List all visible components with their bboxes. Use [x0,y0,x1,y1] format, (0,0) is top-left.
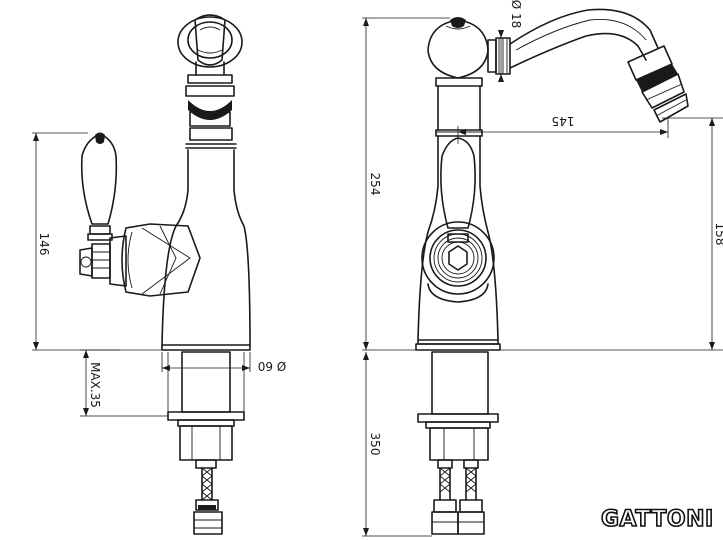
dim-max-deck: MAX.35 [80,349,168,417]
dim-spout-reach: 145 [457,114,669,144]
side-cap [427,17,489,137]
side-spout [487,8,689,123]
dim-aerator-diameter: Ø 18 [498,0,523,82]
label-aerator-diameter: Ø 18 [509,0,523,28]
label-158: 158 [713,223,723,246]
label-145: 145 [552,114,575,128]
label-max-deck: MAX.35 [88,362,102,408]
dim-hose-length: 350 [362,352,432,537]
dim-total-height: 254 [362,17,450,351]
label-146: 146 [37,233,51,256]
front-view: 146 Ø 60 MAX.35 [32,14,287,535]
label-254: 254 [368,173,382,196]
front-body [161,127,251,351]
side-body [415,135,501,351]
front-handle [79,132,201,297]
side-view: 254 350 145 158 [362,0,723,537]
dim-hole-diameter: Ø 60 [161,352,287,373]
label-hole-diameter: Ø 60 [258,359,287,373]
front-shank [167,351,245,535]
dim-spout-outlet-height: 158 [500,117,723,351]
label-350: 350 [368,433,382,456]
brand-logo: GATTONI [600,506,714,533]
front-spout-head [177,14,243,127]
dim-height-left: 146 [32,132,162,351]
side-shank [417,351,499,535]
